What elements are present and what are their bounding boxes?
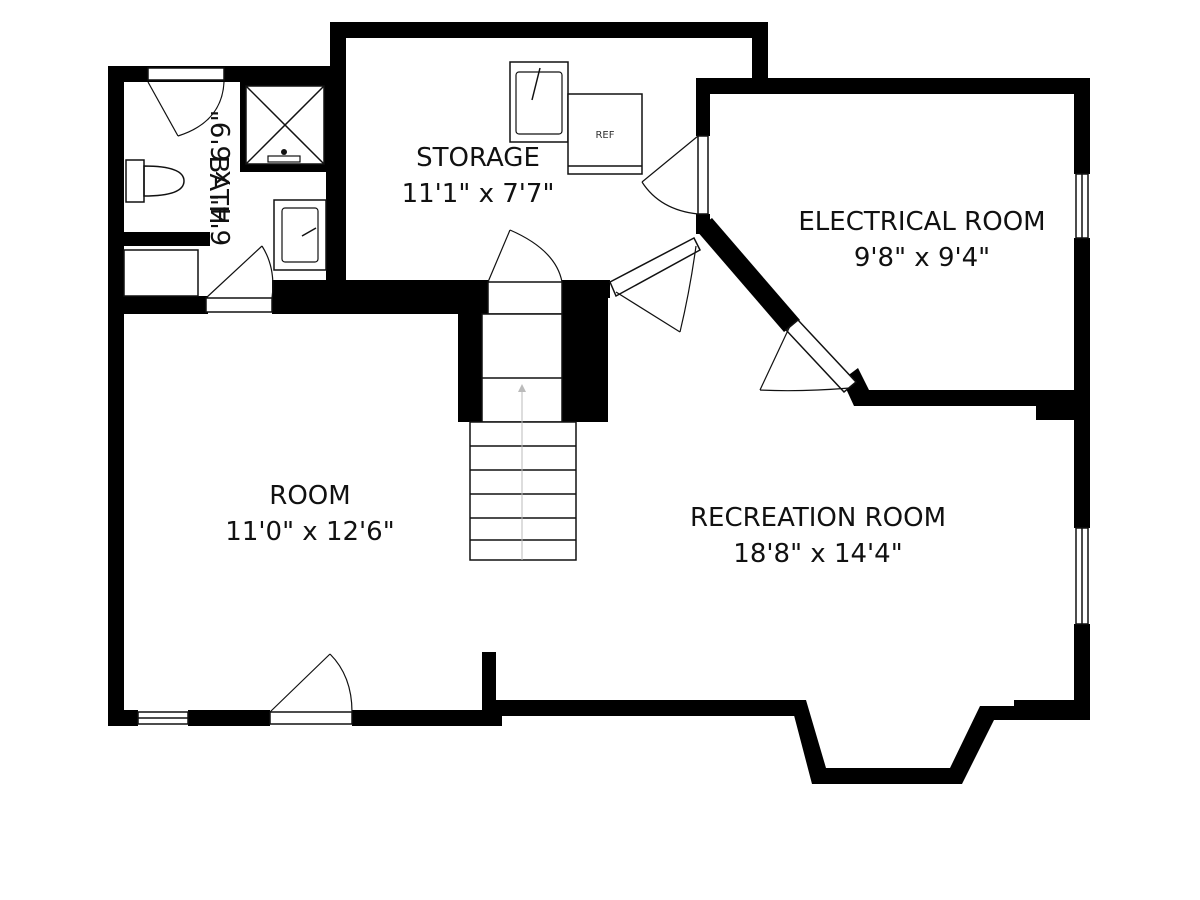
wall-stair-left <box>458 280 482 422</box>
electrical-size: 9'8" x 9'4" <box>854 243 990 273</box>
wall-electrical-top <box>696 78 1090 94</box>
stair-arrow-icon <box>518 384 526 392</box>
door-bath-bottom <box>205 245 274 313</box>
stairs <box>469 313 577 561</box>
wall-bottom-mid <box>188 710 270 726</box>
storage-size: 11'1" x 7'7" <box>402 179 555 209</box>
room-name: ROOM <box>269 481 350 511</box>
bath-sink-icon <box>273 199 327 271</box>
refrigerator-icon: REF <box>567 93 643 175</box>
wall-storage-right <box>752 22 768 82</box>
door-room-bottom <box>269 653 353 725</box>
shower-icon <box>240 82 326 172</box>
wall-room-divider-stub <box>482 652 496 716</box>
recreation-name: RECREATION ROOM <box>690 503 946 533</box>
wall-diagonal-upper <box>696 218 800 332</box>
utility-sink-icon <box>509 61 569 143</box>
windows <box>137 67 1089 725</box>
door-storage-right <box>641 135 709 215</box>
wall-bottom-left <box>108 710 138 726</box>
bath-size-label: 6'4" x 6'9" <box>207 110 237 246</box>
wall-left <box>108 66 124 726</box>
storage-name: STORAGE <box>416 143 540 173</box>
door-electrical <box>759 318 858 394</box>
bath-closet <box>123 232 210 297</box>
wall-electrical-bottom-stub <box>1036 390 1090 420</box>
wall-electrical-bottom <box>854 390 1090 406</box>
doors <box>147 81 858 725</box>
wall-bath-bottom-left <box>108 296 208 314</box>
bath-name: BATH <box>203 155 233 224</box>
toilet-icon <box>125 159 185 203</box>
bath-label: BATH <box>203 155 233 224</box>
wall-right-low <box>1074 624 1090 720</box>
wall-stair-right <box>562 280 608 422</box>
room-size: 11'0" x 12'6" <box>225 517 394 547</box>
wall-right-mid <box>1074 238 1090 528</box>
walls <box>108 22 1090 784</box>
wall-right <box>1074 78 1090 174</box>
window-bath-top <box>147 67 225 81</box>
wall-electrical-left-upper <box>696 78 710 136</box>
door-storage-bottom <box>487 229 563 315</box>
fixtures: REF <box>123 61 643 561</box>
wall-bath-right <box>326 66 346 298</box>
wall-bottom-right <box>1014 700 1090 716</box>
bath-size: 6'4" x 6'9" <box>207 110 237 246</box>
door-recreation-upper <box>609 236 701 333</box>
wall-bath-top <box>108 66 346 82</box>
wall-bottom-room <box>352 710 502 726</box>
fridge-label: REF <box>595 130 614 141</box>
recreation-size: 18'8" x 14'4" <box>733 539 902 569</box>
door-bath-top <box>147 81 225 137</box>
wall-bottom-rec <box>488 700 806 716</box>
wall-storage-top <box>330 22 768 38</box>
room-labels: BATH 6'4" x 6'9" STORAGE 11'1" x 7'7" EL… <box>203 110 1046 569</box>
electrical-name: ELECTRICAL ROOM <box>798 207 1045 237</box>
